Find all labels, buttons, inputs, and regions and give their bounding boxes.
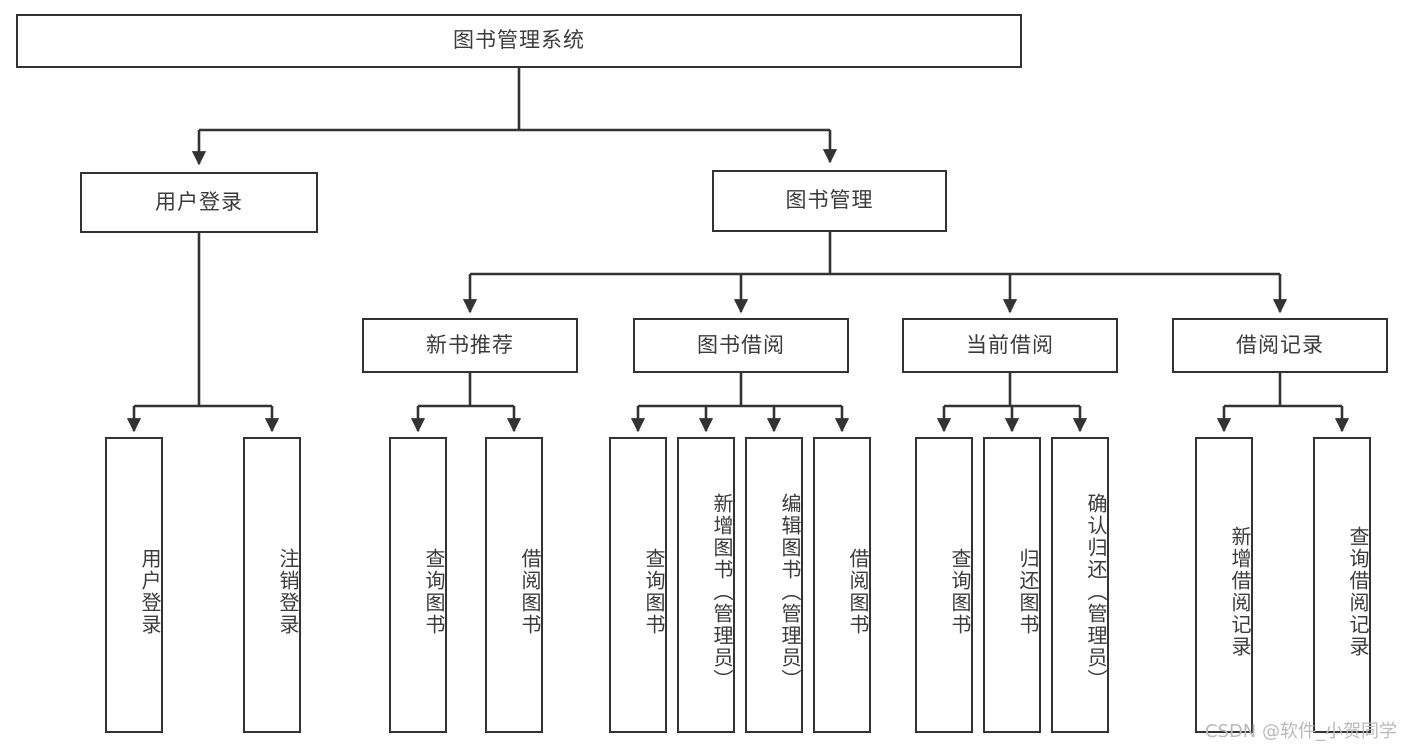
node-leaf-query-record[interactable]: 查询借阅记录 [1313, 437, 1371, 733]
node-current-borrow[interactable]: 当前借阅 [902, 318, 1118, 373]
node-root[interactable]: 图书管理系统 [16, 14, 1022, 68]
node-new-book-recommend-label: 新书推荐 [426, 332, 514, 357]
node-leaf-query-book-1-label: 查询图书 [422, 548, 446, 636]
node-new-book-recommend[interactable]: 新书推荐 [362, 318, 578, 373]
node-leaf-borrow-book-1-label: 借阅图书 [518, 548, 542, 636]
node-leaf-query-book-1[interactable]: 查询图书 [389, 437, 447, 733]
node-book-borrow-label: 图书借阅 [697, 332, 785, 357]
node-leaf-add-record[interactable]: 新增借阅记录 [1195, 437, 1253, 733]
node-borrow-record-label: 借阅记录 [1236, 332, 1324, 357]
node-leaf-borrow-book-1[interactable]: 借阅图书 [485, 437, 543, 733]
node-leaf-confirm-return-label: 确认归还（管理员） [1084, 493, 1108, 691]
node-leaf-add-book[interactable]: 新增图书（管理员） [677, 437, 735, 733]
node-current-borrow-label: 当前借阅 [966, 332, 1054, 357]
node-leaf-query-book-2-label: 查询图书 [642, 548, 666, 636]
node-root-label: 图书管理系统 [453, 28, 585, 53]
watermark-text: CSDN @软件_小贺同学 [1204, 721, 1397, 742]
node-leaf-query-record-label: 查询借阅记录 [1346, 526, 1370, 658]
node-leaf-edit-book-label: 编辑图书（管理员） [778, 493, 802, 691]
node-user-login[interactable]: 用户登录 [80, 172, 318, 233]
node-leaf-return-book-label: 归还图书 [1016, 548, 1040, 636]
node-leaf-confirm-return[interactable]: 确认归还（管理员） [1051, 437, 1109, 733]
node-book-manage[interactable]: 图书管理 [712, 170, 947, 232]
node-leaf-query-book-2[interactable]: 查询图书 [609, 437, 667, 733]
node-leaf-logout-label: 注销登录 [276, 548, 300, 636]
node-leaf-add-record-label: 新增借阅记录 [1228, 526, 1252, 658]
node-leaf-query-book-3[interactable]: 查询图书 [915, 437, 973, 733]
node-leaf-borrow-book-2-label: 借阅图书 [846, 548, 870, 636]
node-leaf-query-book-3-label: 查询图书 [948, 548, 972, 636]
node-leaf-borrow-book-2[interactable]: 借阅图书 [813, 437, 871, 733]
node-book-borrow[interactable]: 图书借阅 [633, 318, 849, 373]
node-borrow-record[interactable]: 借阅记录 [1172, 318, 1388, 373]
node-leaf-return-book[interactable]: 归还图书 [983, 437, 1041, 733]
node-leaf-user-login[interactable]: 用户登录 [105, 437, 163, 733]
node-leaf-edit-book[interactable]: 编辑图书（管理员） [745, 437, 803, 733]
node-leaf-user-login-label: 用户登录 [138, 548, 162, 636]
node-book-manage-label: 图书管理 [785, 188, 874, 213]
node-user-login-label: 用户登录 [155, 189, 243, 214]
node-leaf-add-book-label: 新增图书（管理员） [710, 493, 734, 691]
node-leaf-logout[interactable]: 注销登录 [243, 437, 301, 733]
